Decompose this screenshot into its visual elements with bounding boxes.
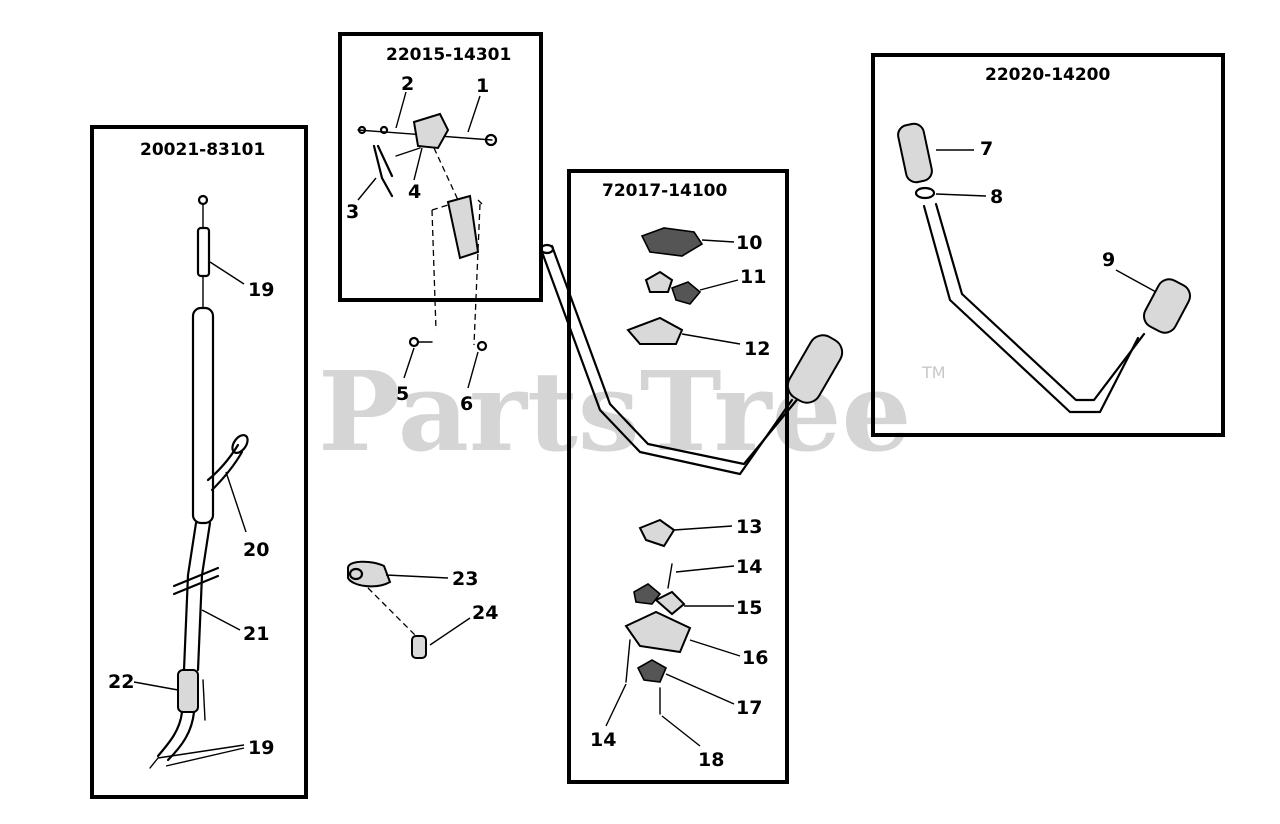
callout-3[interactable]: 3 xyxy=(346,201,359,223)
callout-18[interactable]: 18 xyxy=(698,749,724,771)
leader-19b-a xyxy=(157,744,245,759)
leader-16 xyxy=(689,639,741,657)
handle-bar-part-number[interactable]: 22020-14200 xyxy=(985,65,1111,85)
callout-23[interactable]: 23 xyxy=(452,568,478,590)
leader-22 xyxy=(133,681,179,691)
leader-19a xyxy=(209,261,245,285)
leader-17 xyxy=(665,673,735,705)
callout-14b[interactable]: 14 xyxy=(590,729,616,751)
watermark-trademark: TM xyxy=(921,363,946,382)
callout-5[interactable]: 5 xyxy=(396,383,409,405)
callout-12[interactable]: 12 xyxy=(744,338,770,360)
cable-box-frame xyxy=(90,125,308,799)
leader-9 xyxy=(1115,269,1157,293)
callout-9[interactable]: 9 xyxy=(1102,249,1115,271)
leader-14b xyxy=(605,683,627,727)
handle-kit-box-frame xyxy=(567,169,789,784)
leader-2 xyxy=(395,91,407,129)
handle-bar-box-frame xyxy=(871,53,1225,437)
handle-kit-part-number[interactable]: 72017-14100 xyxy=(602,181,728,201)
callout-8[interactable]: 8 xyxy=(990,186,1003,208)
handle-bar-box[interactable]: 22020-14200 xyxy=(871,53,1225,437)
callout-20[interactable]: 20 xyxy=(243,539,269,561)
leader-3 xyxy=(357,177,377,201)
cable-drawing xyxy=(149,194,249,769)
leader-11 xyxy=(699,279,739,291)
callout-21[interactable]: 21 xyxy=(243,623,269,645)
leader-13 xyxy=(673,525,733,531)
leader-6 xyxy=(467,351,479,389)
callout-6[interactable]: 6 xyxy=(460,393,473,415)
callout-15[interactable]: 15 xyxy=(736,597,762,619)
leader-20 xyxy=(225,471,247,533)
throttle-drawing xyxy=(357,112,498,346)
callout-10[interactable]: 10 xyxy=(736,232,762,254)
handle-bar-drawing xyxy=(897,122,1191,414)
throttle-part-number[interactable]: 22015-14301 xyxy=(386,45,511,65)
callout-11[interactable]: 11 xyxy=(740,266,766,288)
leader-19b-b xyxy=(165,747,245,767)
leader-1 xyxy=(467,95,481,133)
callout-14a[interactable]: 14 xyxy=(736,556,762,578)
clamp-23-bolt-24 xyxy=(347,560,427,659)
handle-tube xyxy=(539,243,844,476)
callout-13[interactable]: 13 xyxy=(736,516,762,538)
bolts-5-6 xyxy=(408,336,488,352)
callout-17[interactable]: 17 xyxy=(736,697,762,719)
leader-23 xyxy=(385,574,449,579)
callout-22[interactable]: 22 xyxy=(108,671,134,693)
leader-5 xyxy=(403,347,415,379)
callout-1[interactable]: 1 xyxy=(476,75,489,97)
handle-kit-parts xyxy=(624,227,704,715)
leader-4 xyxy=(413,147,423,181)
callout-19a[interactable]: 19 xyxy=(248,279,274,301)
callout-19b[interactable]: 19 xyxy=(248,737,274,759)
cable-part-number[interactable]: 20021-83101 xyxy=(140,140,265,160)
callout-24[interactable]: 24 xyxy=(472,602,498,624)
leader-12 xyxy=(681,333,741,345)
throttle-assembly-box[interactable]: 22015-14301 xyxy=(338,32,543,302)
callout-4[interactable]: 4 xyxy=(408,181,421,203)
leader-18 xyxy=(661,715,701,747)
leader-24 xyxy=(429,617,471,646)
leader-14a xyxy=(675,565,735,573)
cable-assembly-box[interactable]: 20021-83101 xyxy=(90,125,308,799)
handle-kit-box[interactable]: 72017-14100 xyxy=(567,169,789,784)
leader-8 xyxy=(935,193,987,197)
throttle-box-frame xyxy=(338,32,543,302)
callout-7[interactable]: 7 xyxy=(980,138,993,160)
callout-2[interactable]: 2 xyxy=(401,73,414,95)
leader-10 xyxy=(701,239,735,243)
leader-21 xyxy=(201,609,241,631)
callout-16[interactable]: 16 xyxy=(742,647,768,669)
